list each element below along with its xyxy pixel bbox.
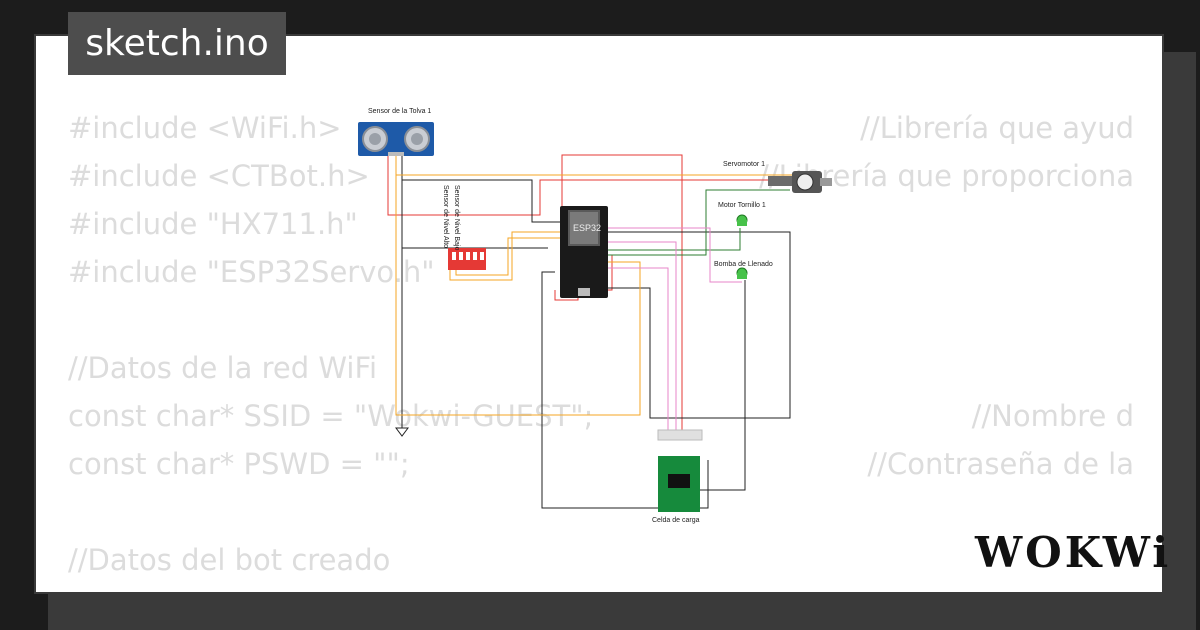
wire-red [561,154,683,440]
esp32-label: ESP32 [573,223,601,233]
wire-orange [395,175,641,416]
ground-icon [395,427,409,437]
ultrasonic-sensor [358,122,434,156]
code-line: #include "HX711.h" [68,207,358,241]
wire-green [608,189,790,256]
code-line: const char* SSID = "Wokwi-GUEST";//Nombr… [68,399,1134,433]
code-line: #include "ESP32Servo.h" [68,255,435,289]
wire-pink [608,227,742,283]
sensor-high-label: Sensor de Nivel Alto [442,185,449,248]
esp32-board [560,206,608,298]
load-cell-label: Celda de carga [652,517,700,524]
wokwi-logo: WOKWi [975,528,1172,577]
code-line: //Datos de la red WiFi [68,351,378,385]
wire-red [387,155,790,216]
code-line: //Datos del bot creado [68,543,391,577]
wire-black [541,271,709,509]
ultrasonic-label: Sensor de la Tolva 1 [368,108,431,115]
preview-card: #include <WiFi.h>//Librería que ayud #in… [34,34,1164,594]
servo-label: Servomotor 1 [723,161,765,168]
load-cell-connector [657,429,703,441]
hx711-module [658,456,700,512]
dip-switch [448,248,486,270]
wire-orange [449,231,560,281]
wire-pink [608,241,677,440]
led-motor-indicator [736,214,748,226]
wire-pink [608,267,669,440]
code-line: #include <WiFi.h>//Librería que ayud [68,111,1134,145]
wire-green [608,228,741,251]
led-motor-label: Motor Tornillo 1 [718,202,766,209]
code-line: const char* PSWD = "";//Contraseña de la [68,447,1134,481]
led-pump-label: Bomba de Llenado [714,261,773,268]
wire-black [401,155,560,223]
page-title: sketch.ino [68,12,286,75]
code-background: #include <WiFi.h>//Librería que ayud #in… [68,104,1134,584]
sensor-low-label: Sensor de Nivel Bajo [453,185,460,250]
servo-motor [768,171,832,193]
wire-black [608,231,791,419]
wires [387,154,800,509]
wire-black [700,280,746,491]
led-pump-indicator [736,267,748,279]
